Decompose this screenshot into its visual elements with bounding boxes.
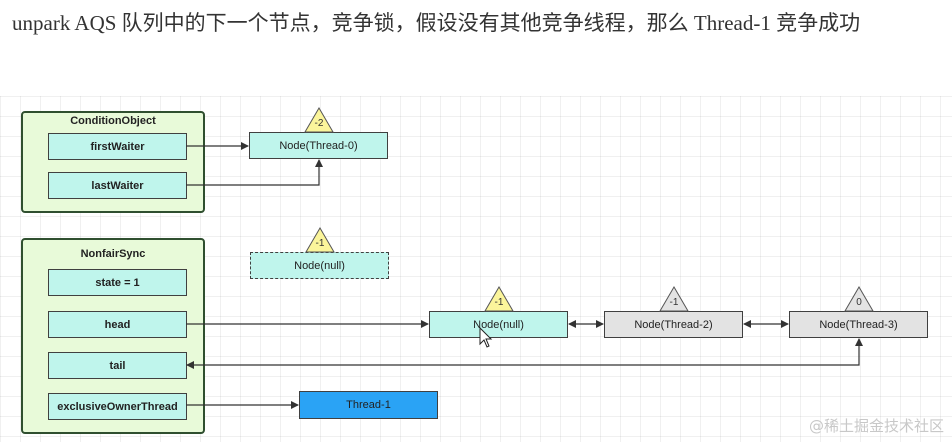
owner-thread-1: Thread-1 — [299, 391, 438, 419]
mouse-cursor-icon — [479, 326, 493, 348]
exclusive-owner-thread-field: exclusiveOwnerThread — [48, 393, 187, 420]
first-waiter-field: firstWaiter — [48, 133, 187, 160]
wait-status-thread0: -2 — [314, 118, 324, 129]
node-null-detached: Node(null) — [250, 252, 389, 279]
wait-status-thread3: 0 — [856, 297, 862, 308]
wait-status-head: -1 — [494, 297, 504, 308]
condition-object-title: ConditionObject — [70, 115, 156, 127]
wait-status-head-triangle — [484, 286, 514, 312]
caption: unpark AQS 队列中的下一个节点，竞争锁，假设没有其他竞争线程，那么 T… — [12, 11, 861, 35]
nonfair-sync-group: NonfairSync state = 1 head tail exclusiv… — [21, 238, 205, 434]
state-field: state = 1 — [48, 269, 187, 296]
node-thread-0: Node(Thread-0) — [249, 132, 388, 159]
last-waiter-arrow — [186, 159, 323, 186]
node-thread-3: Node(Thread-3) — [789, 311, 928, 338]
wait-status-detached: -1 — [315, 238, 325, 249]
wait-status-thread0-triangle — [304, 107, 334, 133]
diagram-canvas: ConditionObject firstWaiter lastWaiter N… — [0, 96, 952, 442]
connectors — [186, 107, 874, 409]
last-waiter-field: lastWaiter — [48, 172, 187, 199]
nonfair-sync-title: NonfairSync — [80, 248, 146, 260]
condition-object-group: ConditionObject firstWaiter lastWaiter — [21, 111, 205, 213]
wait-status-thread2: -1 — [669, 297, 679, 308]
head-field: head — [48, 311, 187, 338]
watermark: @稀土掘金技术社区 — [808, 417, 944, 435]
tail-arrow — [186, 338, 863, 369]
node-thread-2: Node(Thread-2) — [604, 311, 743, 338]
wait-status-detached-triangle — [305, 227, 335, 253]
wait-status-thread2-triangle — [659, 286, 689, 312]
wait-status-thread3-triangle — [844, 286, 874, 312]
tail-field: tail — [48, 352, 187, 379]
